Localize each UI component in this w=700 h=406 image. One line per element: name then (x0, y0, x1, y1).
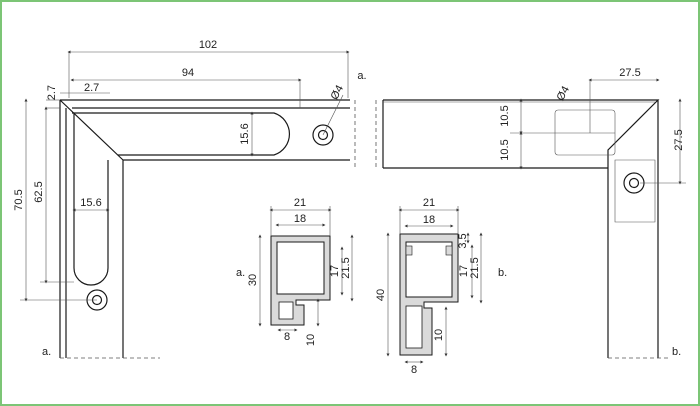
profile-a-dim-17: 17 (329, 265, 341, 277)
profile-a-dim-30: 30 (247, 274, 259, 286)
profile-b-dim-18: 18 (423, 214, 435, 226)
profile-b-dim-21: 21 (423, 197, 435, 209)
profile-a-section: a. 21 18 30 17 21.5 10 8 (236, 197, 354, 346)
profile-b-dim-21-5: 21.5 (469, 257, 481, 278)
profile-b-dim-40: 40 (375, 289, 387, 301)
profile-b-dim-10: 10 (433, 329, 445, 341)
cut-label-a: a. (357, 70, 366, 82)
profile-b-dim-8: 8 (411, 364, 417, 376)
profile-a-label: a. (236, 267, 245, 279)
dim-hole-left: Ø4 (329, 83, 346, 102)
dim-2-7-top: 2.7 (84, 82, 99, 94)
dim-62-5: 62.5 (33, 181, 45, 202)
profile-a-dim-10: 10 (305, 334, 317, 346)
dim-15-6-slot: 15.6 (239, 123, 251, 144)
profile-b-dim-3-5: 3.5 (457, 233, 469, 248)
profile-a-dim-8: 8 (284, 331, 290, 343)
dim-10-5-upper: 10.5 (499, 105, 511, 126)
profile-b-section: 21 18 40 3.5 17 21.5 10 8 b. (375, 197, 507, 376)
dim-94: 94 (182, 67, 194, 79)
bottom-label-a: a. (42, 346, 51, 358)
dim-2-7-side: 2.7 (46, 85, 58, 100)
dim-15-6-vertical: 15.6 (80, 197, 101, 209)
right-corner-drawing: Ø4 27.5 27.5 10.5 10.5 b. (382, 67, 686, 359)
dim-70-5: 70.5 (13, 189, 25, 210)
left-corner-drawing: 102 94 2.7 2.7 15.6 Ø4 70.5 62.5 15.6 a.… (13, 39, 377, 359)
bottom-label-b: b. (672, 346, 681, 358)
dim-10-5-lower: 10.5 (499, 139, 511, 160)
profile-a-dim-21: 21 (294, 197, 306, 209)
profile-b-dim-17: 17 (458, 265, 470, 277)
profile-b-label: b. (498, 267, 507, 279)
left-hole-top (312, 124, 334, 146)
dim-27-5-width: 27.5 (619, 67, 640, 79)
dim-102: 102 (199, 39, 217, 51)
dim-27-5-height: 27.5 (673, 129, 685, 150)
profile-a-dim-21-5: 21.5 (340, 257, 352, 278)
profile-a-dim-18: 18 (294, 213, 306, 225)
